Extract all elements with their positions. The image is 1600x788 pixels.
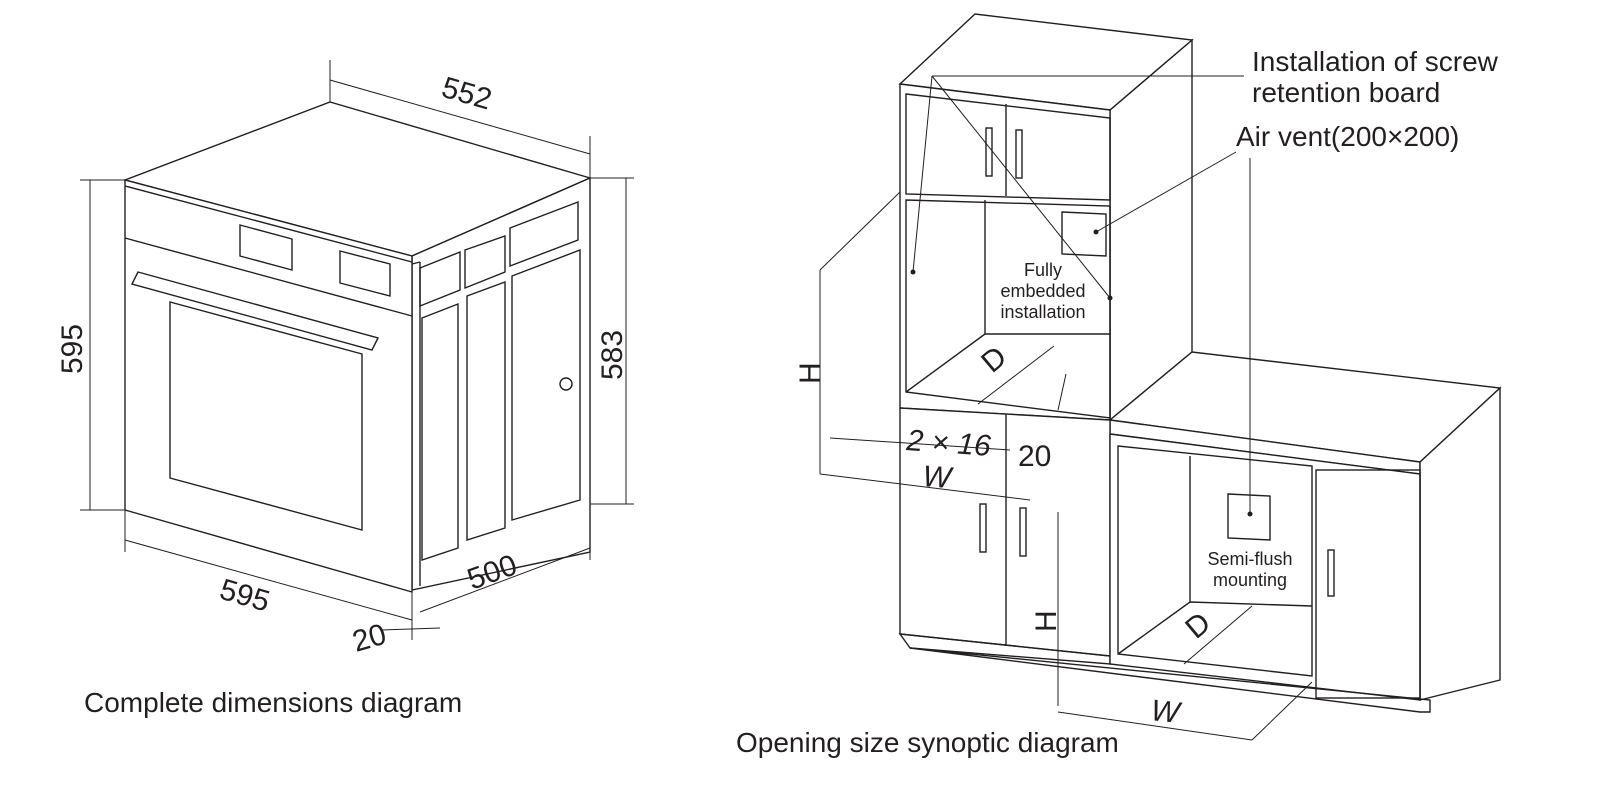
oven-opening-lower [1117, 445, 1313, 677]
oven-door-window [169, 301, 363, 531]
upper-dim-h: H [794, 362, 827, 384]
upper-door-handle-right [1015, 129, 1023, 179]
cabinet-drawing [819, 13, 1502, 741]
base-cabinet-door [1315, 469, 1421, 699]
cabinet-diagram-caption: Opening size synoptic diagram [736, 727, 1119, 758]
label-fully-line2: embedded [1000, 281, 1085, 301]
callout-screw-line2: retention board [1252, 77, 1440, 108]
lower-door-handle-left [979, 503, 987, 553]
base-cabinet-front [1109, 433, 1421, 701]
oven-dim-depth-top: 552 [438, 71, 495, 117]
base-door-handle [1327, 549, 1335, 597]
lower-door-handle-right [1019, 507, 1027, 557]
oven-side-vent-2 [509, 200, 579, 268]
upper-door-handle-left [985, 127, 993, 177]
label-semi-line2: mounting [1213, 570, 1287, 590]
air-vent-upper [1061, 211, 1107, 257]
oven-side-screw [559, 377, 573, 391]
oven-display-right [339, 250, 391, 297]
oven-drawing [80, 60, 634, 640]
upper-dim-gap: 2 × 16 [905, 424, 993, 463]
upper-cupboard [905, 93, 1111, 201]
oven-opening-upper [905, 199, 1111, 419]
label-semi-line1: Semi-flush [1207, 549, 1292, 569]
oven-diagram-caption: Complete dimensions diagram [84, 687, 462, 718]
oven-side-vent-1 [419, 250, 461, 308]
label-fully-line1: Fully [1024, 260, 1062, 280]
upper-dim-offset: 20 [1018, 440, 1051, 473]
callout-air-vent: Air vent(200×200) [1236, 121, 1459, 152]
oven-dim-height-front: 595 [56, 324, 89, 374]
oven-side-connector [464, 235, 506, 290]
oven-side-panel-slot-1 [421, 302, 459, 561]
callout-screw-line1: Installation of screw [1252, 46, 1499, 77]
oven-dim-height-side: 583 [596, 330, 629, 380]
oven-dim-front-thickness: 20 [349, 618, 390, 659]
air-vent-lower [1227, 493, 1271, 541]
lower-dim-w: W [1149, 694, 1183, 730]
oven-side-panel-slot-3 [511, 248, 581, 521]
upper-dim-w: W [922, 460, 955, 495]
label-fully-line3: installation [1000, 302, 1085, 322]
oven-handle [130, 271, 380, 351]
lower-dim-h: H [1030, 610, 1063, 632]
oven-display-left [239, 224, 293, 271]
oven-side-panel-slot-2 [466, 280, 506, 541]
oven-dim-width-front: 595 [216, 573, 273, 619]
